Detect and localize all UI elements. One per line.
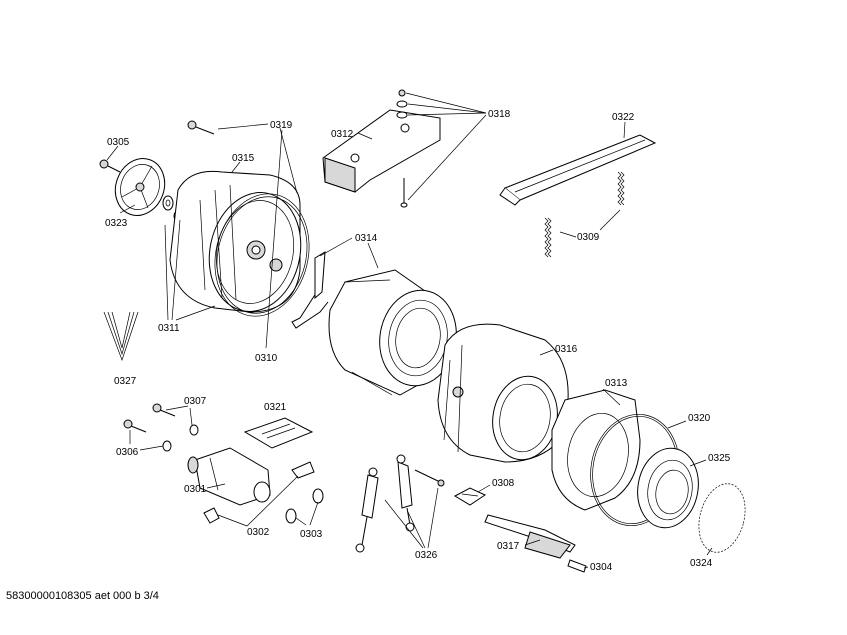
retainer-part-0308 [453,487,487,506]
counterweight-part-0312 [322,109,441,193]
label-0319: 0319 [270,120,293,131]
bolt-part-0318 [396,89,408,208]
document-part-0321 [243,417,314,449]
label-0316: 0316 [555,344,578,355]
temperature-sensor-part-0304 [567,559,587,573]
label-0303: 0303 [300,529,323,540]
label-0327: 0327 [114,376,137,387]
bushings-part-0303 [285,488,324,524]
screw-part-0305 [99,159,121,173]
label-0321: 0321 [264,402,287,413]
label-0302: 0302 [247,527,270,538]
drum-part-0314 [291,251,457,396]
pulley-part-0323 [114,158,166,216]
label-0305: 0305 [107,137,130,148]
front-panel-part-0313 [551,389,641,511]
label-0325: 0325 [708,453,731,464]
bracket-part-0322 [499,134,657,206]
label-0307: 0307 [184,396,207,407]
label-0320: 0320 [688,413,711,424]
label-0311: 0311 [158,323,180,334]
label-0322: 0322 [612,112,635,123]
screws-part-0306 [123,403,176,433]
heater-part-0317 [484,514,576,559]
clamp-ring-part-0324 [698,483,746,553]
clip-part-0302 [203,461,315,524]
drive-belt-part-0327 [103,311,139,362]
document-id-footer: 58300000108305 aet 000 b 3/4 [6,590,159,602]
label-0313: 0313 [605,378,628,389]
label-0324: 0324 [690,558,713,569]
label-0304: 0304 [590,562,613,573]
motor-bracket-part-0301 [187,447,271,506]
nuts-part-0307 [162,424,199,452]
spring-part-0309 [544,171,625,258]
shock-absorbers-part-0326 [355,454,445,553]
label-0306: 0306 [116,447,139,458]
rear-tub-part-0315 [169,170,302,313]
label-0326: 0326 [415,550,438,561]
door-boot-part-0325 [637,447,699,529]
label-0317: 0317 [497,541,520,552]
label-0308: 0308 [492,478,515,489]
label-0323: 0323 [105,218,128,229]
label-0318: 0318 [488,109,511,120]
label-0301: 0301 [184,484,207,495]
label-0309: 0309 [577,232,600,243]
label-0312: 0312 [331,129,354,140]
label-0314: 0314 [355,233,378,244]
label-0310: 0310 [255,353,278,364]
label-0315: 0315 [232,153,255,164]
screw-part-0319 [187,120,215,135]
front-tub-part-0316 [437,323,569,463]
